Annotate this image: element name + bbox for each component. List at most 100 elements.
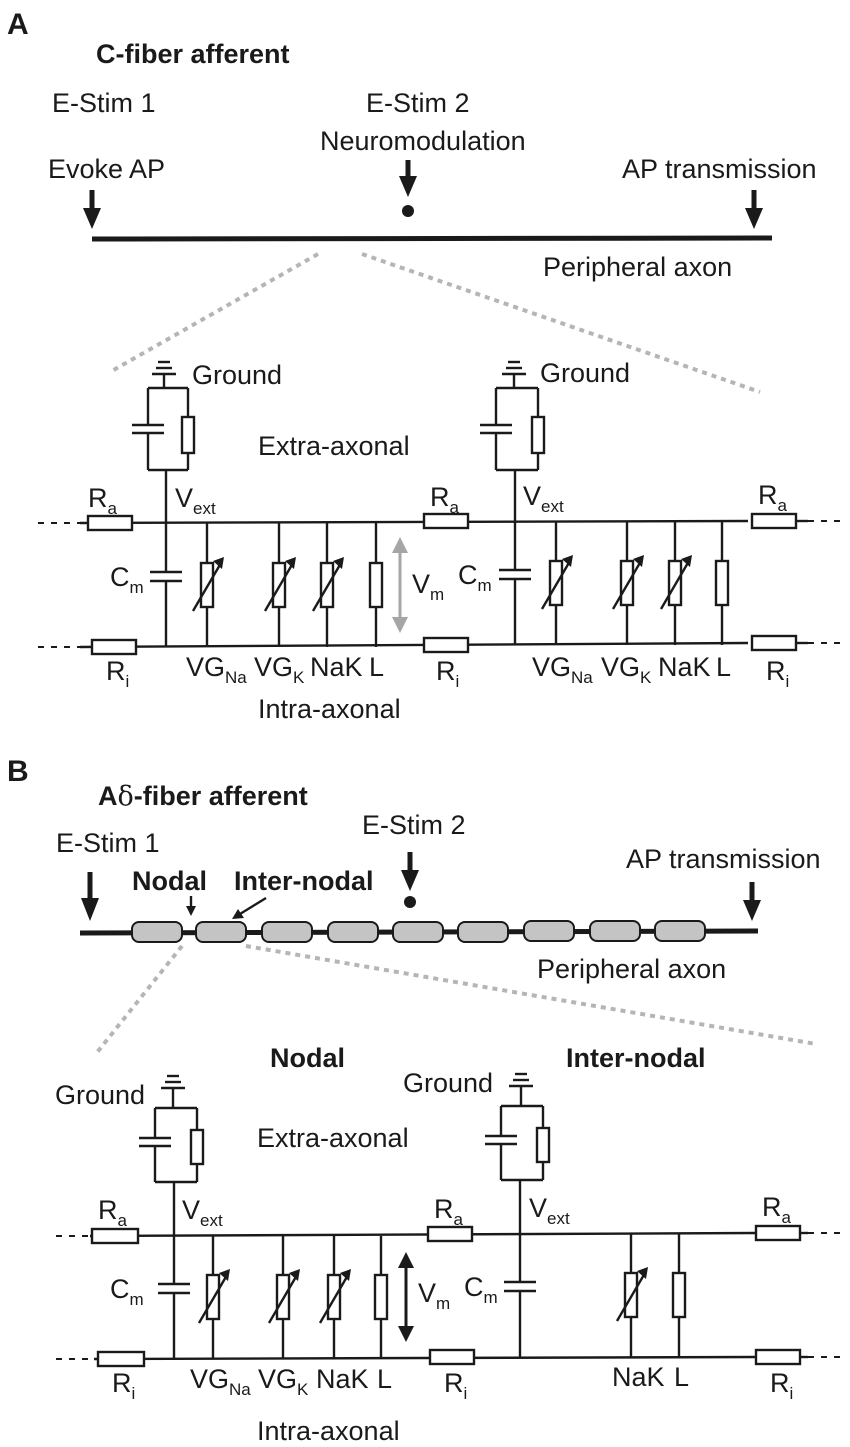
vgna-channel bbox=[197, 1236, 230, 1359]
vgna-label: VGNa bbox=[532, 652, 593, 687]
panel-a-letter: A bbox=[7, 8, 29, 41]
nodal-label: Nodal bbox=[132, 866, 207, 896]
vgna-channel bbox=[191, 523, 224, 647]
vgk-label: VGK bbox=[258, 1364, 309, 1399]
ra-label: Ra bbox=[758, 480, 788, 515]
ra-resistor bbox=[86, 514, 134, 532]
nak-pump bbox=[318, 1236, 351, 1359]
estim1-arrow bbox=[83, 190, 101, 229]
nak-label: NaK bbox=[310, 652, 363, 682]
panel-b-letter: B bbox=[7, 755, 29, 788]
myelin-segment bbox=[327, 921, 379, 943]
nak-pump bbox=[311, 523, 344, 647]
ri-resistor bbox=[90, 638, 138, 656]
internodal-pointer-arrow bbox=[232, 896, 267, 919]
ra-resistor bbox=[90, 1227, 140, 1245]
myelin-segment bbox=[654, 920, 706, 942]
ra-resistor bbox=[426, 1225, 474, 1243]
electrode-dot bbox=[404, 896, 416, 908]
internodal-label: Inter-nodal bbox=[234, 866, 374, 896]
ri-resistor bbox=[428, 1348, 476, 1366]
nodal-header: Nodal bbox=[270, 1043, 345, 1073]
myelin-segment bbox=[261, 921, 313, 943]
ground-symbol bbox=[485, 1072, 551, 1234]
leak-resistor bbox=[671, 1234, 687, 1357]
estim2-arrow bbox=[401, 852, 419, 908]
c-fiber-circuit bbox=[38, 360, 842, 656]
vext-label: Vext bbox=[182, 1195, 223, 1230]
estim2-label: E-Stim 2 bbox=[362, 810, 466, 840]
ri-label: Ri bbox=[106, 656, 129, 691]
ra-label: Ra bbox=[430, 482, 460, 517]
panel-b: B Aδ-fiber afferent E-Stim 1 Nodal Inter… bbox=[7, 755, 842, 1446]
leak-label: L bbox=[674, 1362, 689, 1392]
ra-label: Ra bbox=[88, 483, 118, 518]
estim1-label: E-Stim 1 bbox=[56, 828, 160, 858]
nak-label: NaK bbox=[316, 1364, 369, 1394]
ra-label: Ra bbox=[434, 1194, 464, 1229]
panel-a: A C-fiber afferent E-Stim 1 Evoke AP E-S… bbox=[7, 8, 842, 724]
nak-label: NaK bbox=[612, 1362, 665, 1392]
ri-resistor bbox=[754, 1348, 802, 1366]
vm-arrow bbox=[392, 537, 408, 633]
vgk-label: VGK bbox=[601, 652, 652, 687]
myelin-segment bbox=[457, 921, 509, 943]
zoom-line-left bbox=[109, 252, 319, 374]
ra-label: Ra bbox=[98, 1195, 128, 1230]
cm-capacitor bbox=[150, 523, 182, 647]
leak-resistor bbox=[373, 1236, 389, 1359]
vgk-channel bbox=[611, 521, 644, 645]
zoom-line-right bbox=[245, 944, 817, 1046]
vext-label: Vext bbox=[523, 481, 564, 516]
ri-label: Ri bbox=[766, 656, 789, 691]
intra-axonal-label: Intra-axonal bbox=[258, 694, 401, 724]
cm-capacitor bbox=[499, 521, 531, 645]
ra-resistor bbox=[754, 1224, 802, 1242]
vgk-label: VGK bbox=[254, 652, 305, 687]
cm-label: Cm bbox=[110, 562, 144, 597]
peripheral-axon-label: Peripheral axon bbox=[537, 954, 726, 984]
ri-label: Ri bbox=[444, 1368, 467, 1403]
ground-label: Ground bbox=[540, 358, 630, 388]
vgk-channel bbox=[267, 1236, 300, 1359]
vext-label: Vext bbox=[175, 483, 216, 518]
ground-label: Ground bbox=[55, 1080, 145, 1110]
extra-axonal-label: Extra-axonal bbox=[257, 1123, 409, 1153]
ap-transmission-arrow bbox=[743, 882, 761, 921]
c-fiber-axon bbox=[91, 235, 773, 242]
nak-pump bbox=[659, 521, 692, 645]
ground-symbol bbox=[139, 1074, 205, 1236]
estim1-label: E-Stim 1 bbox=[52, 88, 156, 118]
cm-label: Cm bbox=[464, 1272, 498, 1307]
nak-label: NaK bbox=[658, 652, 711, 682]
leak-resistor bbox=[714, 521, 730, 645]
estim1-arrow bbox=[81, 872, 99, 921]
internodal-header: Inter-nodal bbox=[566, 1043, 706, 1073]
peripheral-axon-label: Peripheral axon bbox=[543, 252, 732, 282]
intra-axonal-label: Intra-axonal bbox=[257, 1416, 400, 1446]
extra-axonal-label: Extra-axonal bbox=[258, 431, 410, 461]
vext-label: Vext bbox=[529, 1193, 570, 1228]
vgna-channel bbox=[540, 521, 573, 645]
neuromodulation-label: Neuromodulation bbox=[320, 126, 526, 156]
myelin-segment bbox=[589, 920, 641, 942]
myelin-segment bbox=[523, 920, 575, 942]
ri-label: Ri bbox=[770, 1368, 793, 1403]
vgna-label: VGNa bbox=[190, 1364, 251, 1399]
vgna-label: VGNa bbox=[186, 652, 247, 687]
a-delta-circuit bbox=[56, 1072, 842, 1368]
estim2-arrow bbox=[399, 160, 417, 217]
cm-capacitor bbox=[158, 1236, 190, 1359]
ra-resistor bbox=[422, 512, 470, 530]
panel-a-title: C-fiber afferent bbox=[96, 39, 290, 69]
ground-symbol bbox=[132, 360, 196, 523]
cm-label: Cm bbox=[458, 560, 492, 595]
vm-label: Vm bbox=[418, 1278, 450, 1313]
evoke-ap-label: Evoke AP bbox=[48, 154, 165, 184]
ap-transmission-arrow bbox=[745, 190, 763, 229]
vm-arrow bbox=[398, 1252, 414, 1342]
zoom-line-left bbox=[93, 944, 184, 1057]
ground-label: Ground bbox=[192, 360, 282, 390]
ap-transmission-label: AP transmission bbox=[622, 154, 817, 184]
